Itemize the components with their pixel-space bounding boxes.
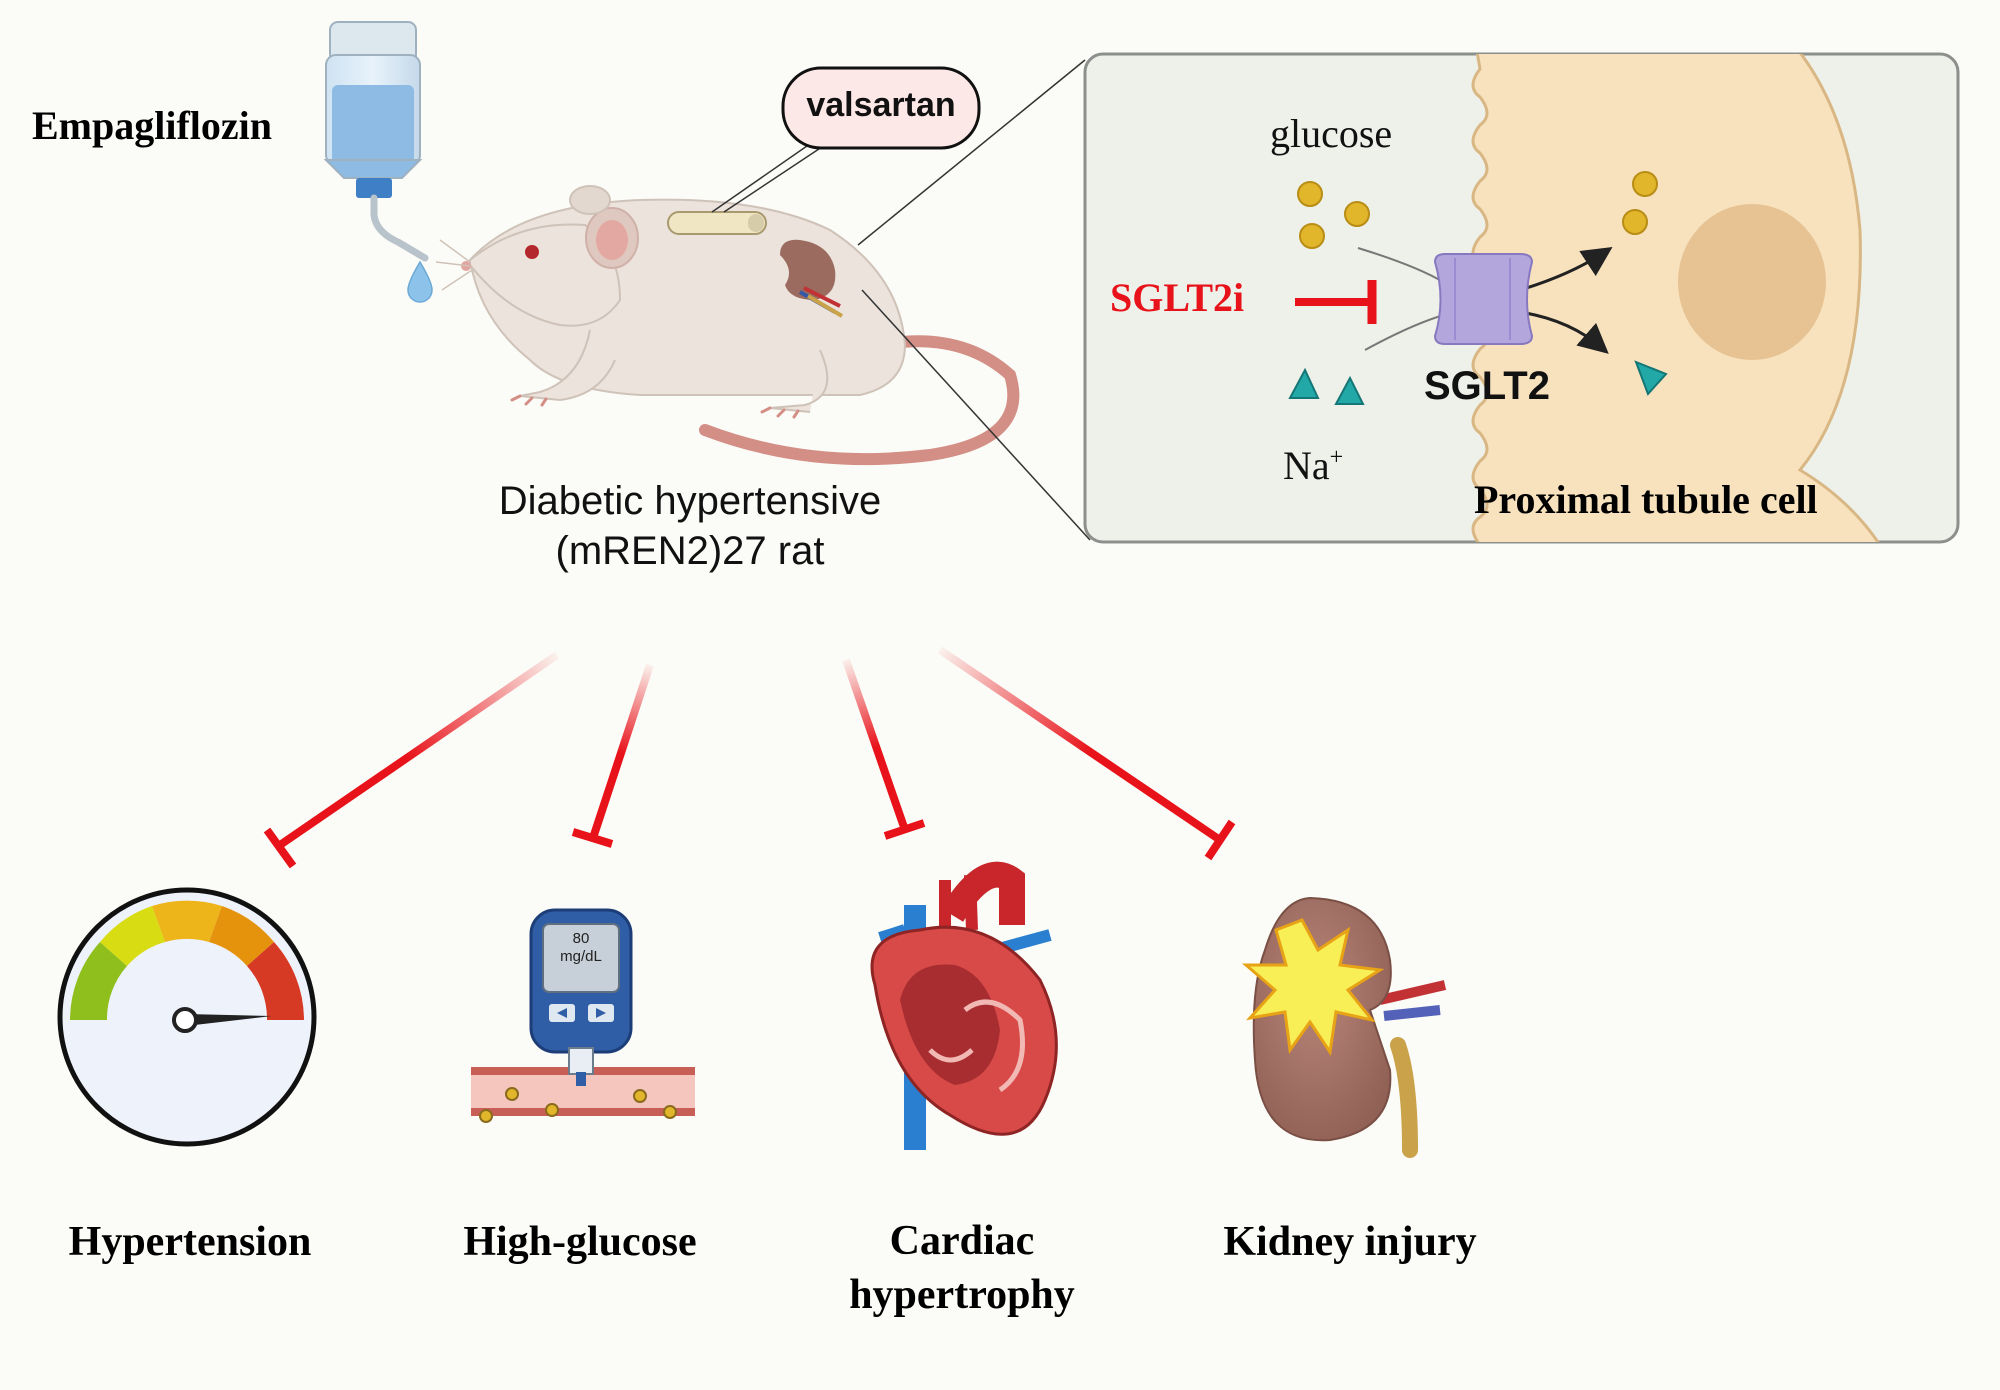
zoom-line-top <box>857 59 1086 246</box>
valsartan-label: valsartan <box>806 86 956 124</box>
rat-model-label: Diabetic hypertensive (mREN2)27 rat <box>460 476 920 576</box>
rat-illustration <box>435 185 1020 466</box>
rat-model-line2: (mREN2)27 rat <box>555 529 825 573</box>
nucleus <box>1678 204 1826 360</box>
inhibition-arrow-hypertension <box>263 651 560 869</box>
sodium-ions <box>1288 360 1668 405</box>
glucose-efflux-arrow <box>1519 247 1613 292</box>
glucose-molecules <box>1297 171 1658 249</box>
outcome-label-cardiac-line1: Cardiac <box>889 1218 1035 1264</box>
outcome-label-hypertension: Hypertension <box>68 1219 312 1265</box>
proximal-tubule-panel <box>1083 52 1960 544</box>
empagliflozin-label: Empagliflozin <box>32 103 273 148</box>
proximal-tubule-label: Proximal tubule cell <box>1474 477 1818 522</box>
inhibition-arrow-high-glucose <box>571 663 654 848</box>
heart-icon <box>870 861 1058 1150</box>
sglt2-label: SGLT2 <box>1424 364 1550 408</box>
valsartan-callout <box>711 66 981 213</box>
sglt2i-inhibition-symbol <box>1295 280 1377 324</box>
outcome-label-cardiac: Cardiac hypertrophy <box>812 1214 1112 1322</box>
glucometer-icon <box>471 908 695 1123</box>
sodium-label: Na+ <box>1283 442 1343 489</box>
rat-kidney-icon <box>780 239 844 318</box>
rat-model-line1: Diabetic hypertensive <box>498 479 882 523</box>
glucometer-unit: mg/dL <box>560 948 602 965</box>
zoom-line-bottom <box>861 289 1091 541</box>
sodium-efflux-arrow <box>1519 310 1609 354</box>
blood-pressure-gauge-icon <box>57 887 317 1147</box>
outcome-label-kidney: Kidney injury <box>1223 1219 1477 1265</box>
glucometer-value: 80 <box>572 930 590 947</box>
glucometer-display: 80 mg/dL <box>546 930 616 966</box>
injury-burst-icon <box>1241 918 1385 1057</box>
sglt2-transporter-icon <box>1433 253 1534 345</box>
glucose-label: glucose <box>1270 111 1393 156</box>
sodium-charge: + <box>1329 444 1344 471</box>
outcome-label-high-glucose: High-glucose <box>463 1219 697 1265</box>
injured-kidney-icon <box>1241 896 1447 1158</box>
sglt2i-label: SGLT2i <box>1110 275 1245 320</box>
tubule-cell-shape <box>1471 54 1883 542</box>
outcome-label-cardiac-line2: hypertrophy <box>849 1272 1075 1318</box>
inhibition-arrow-cardiac <box>842 658 926 840</box>
sodium-symbol: Na <box>1283 443 1330 488</box>
inhibition-arrow-kidney <box>937 646 1236 861</box>
water-bottle-icon <box>323 21 433 303</box>
